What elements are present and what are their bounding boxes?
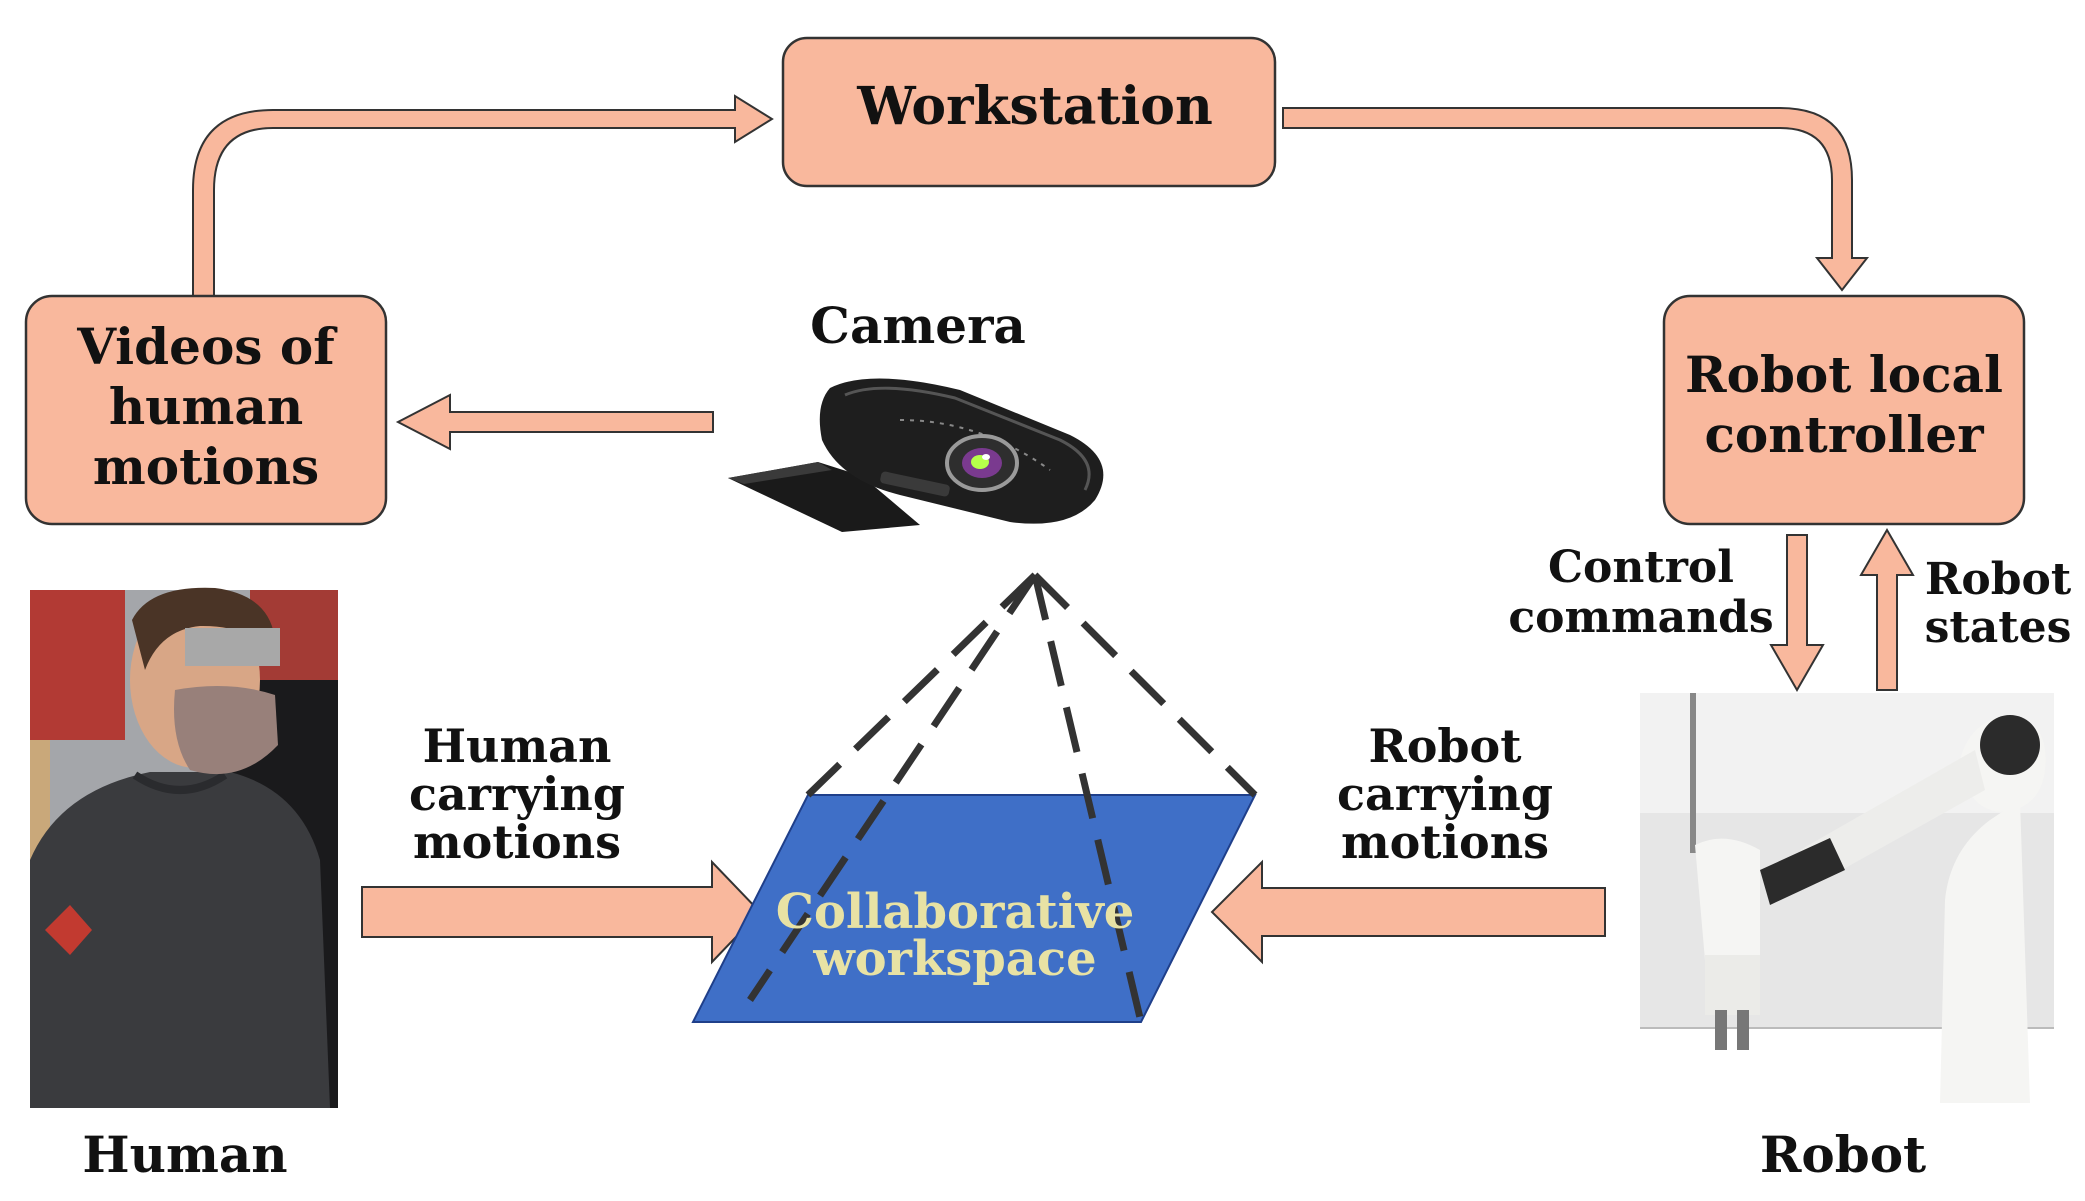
arrow-control-commands [1769,534,1825,692]
arrow-videos-to-workstation [192,94,774,297]
workspace-label-line1: Collaborative [776,884,1135,940]
workstation-box [781,36,1277,188]
camera-view-line [747,573,1038,1002]
human-motions-label-line1: Human [423,719,612,773]
arrow-human-to-workspace [361,859,762,965]
robot-motions-label-line2: carrying [1337,767,1553,821]
webcam-icon [728,378,1104,532]
robot-arm-photo [1640,693,2054,1103]
videos-label-line2: human [109,377,303,436]
robot-states-label-line1: Robot [1925,554,2072,605]
controller-box [1662,294,2026,526]
controller-label-line2: controller [1704,405,1984,464]
robot-motions-label-line1: Robot [1368,719,1522,773]
robot-label: Robot [1760,1125,1926,1184]
workstation-label: Workstation [856,76,1213,137]
controller-label-line1: Robot local [1685,345,2003,404]
arrow-camera-to-videos [395,393,714,451]
robot-motions-label-line3: motions [1341,815,1549,869]
camera-view-line [1032,572,1258,798]
camera-label: Camera [810,296,1026,355]
videos-label-line1: Videos of [76,317,338,376]
control-commands-label-line2: commands [1508,592,1773,643]
person-photo [30,587,338,1108]
collaborative-workspace [691,794,1257,1023]
control-commands-label-line1: Control [1548,542,1734,593]
arrow-robot-to-workspace [1210,859,1606,965]
arrow-robot-states [1859,528,1915,691]
camera-view-line [805,572,1038,798]
robot-states-label-line2: states [1925,602,2072,653]
human-motions-label-line3: motions [413,815,621,869]
camera-view-line [1031,574,1145,1023]
human-motions-label-line2: carrying [409,767,625,821]
arrow-workstation-to-controller [1282,107,1870,292]
human-label: Human [82,1125,287,1184]
workspace-label-line2: workspace [812,931,1096,987]
videos-label-line3: motions [93,437,319,496]
videos-box [24,294,388,526]
